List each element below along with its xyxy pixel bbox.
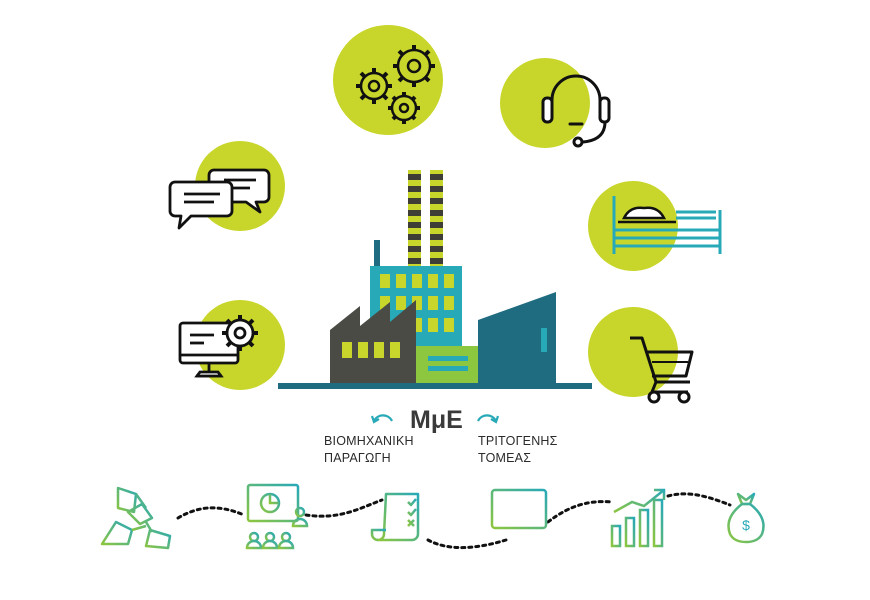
tertiary-sector-label: ΤΡΙΤΟΓΕΝΗΣ ΤΟΜΕΑΣ [478,433,558,467]
tertiary-sector-line2: ΤΟΜΕΑΣ [478,451,532,465]
monitor-icon [490,488,548,542]
bed-icon [588,181,722,271]
presentation-icon [244,483,309,550]
headset-icon [500,58,611,148]
handshake-hands-icon [100,486,172,550]
dotted-path [176,492,732,549]
checklist-document-icon [370,492,420,542]
industrial-production-line1: ΒΙΟΜΗΧΑΝΙΚΗ [324,434,414,448]
growth-chart-icon [610,488,666,548]
shopping-cart-icon [588,307,694,404]
right-curved-arrow-icon [477,414,500,424]
computer-settings-icon [178,300,285,390]
factory-illustration [278,170,592,389]
money-bag-icon: $ [727,492,765,544]
industrial-production-line2: ΠΑΡΑΓΩΓΗ [324,451,391,465]
chat-bubbles-icon [168,141,285,231]
industrial-production-label: ΒΙΟΜΗΧΑΝΙΚΗ ΠΑΡΑΓΩΓΗ [324,433,414,467]
gears-icon [333,25,443,135]
center-title: ΜμΕ [410,406,463,434]
tertiary-sector-line1: ΤΡΙΤΟΓΕΝΗΣ [478,434,558,448]
svg-text:$: $ [742,517,750,533]
left-curved-arrow-icon [370,414,393,424]
